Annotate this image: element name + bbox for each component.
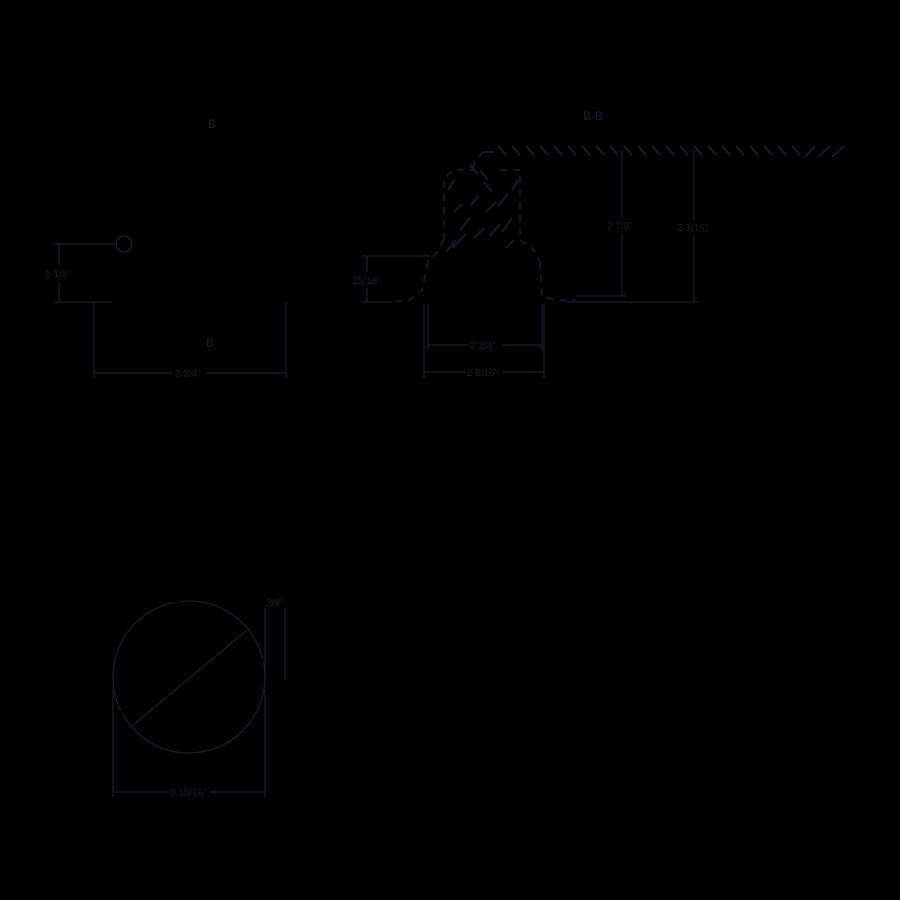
- section-label-bottom: B: [206, 336, 214, 350]
- dim-height-label: 1 1/8": [45, 269, 71, 280]
- section-label-top: B: [208, 117, 216, 131]
- section-view: B-B: [352, 109, 845, 379]
- pivot-circle: [115, 235, 133, 253]
- dim-depth-b-label: 3 1/16": [677, 223, 709, 234]
- dim-diameter-label: 2 15/16": [170, 788, 207, 799]
- diagonal-line: [131, 629, 248, 727]
- dim-outer-width-label: 2 5/16": [467, 368, 499, 379]
- section-title: B-B: [583, 109, 603, 123]
- dim-step-height-label: 15/16": [352, 276, 381, 287]
- elevation-view: B 1 1/8" 3 3/4" B: [45, 117, 287, 380]
- plan-view: 3/8" 2 15/16": [112, 598, 286, 799]
- trim-circle: [112, 600, 266, 754]
- dim-inner-width-label: 2 1/4": [470, 341, 496, 352]
- dim-depth-a-label: 2 7/8": [607, 221, 633, 232]
- ceiling-hatch: [484, 145, 845, 158]
- dim-width-label: 3 3/4": [175, 369, 201, 380]
- dim-offset-label: 3/8": [266, 598, 284, 609]
- housing-outline: [389, 151, 576, 303]
